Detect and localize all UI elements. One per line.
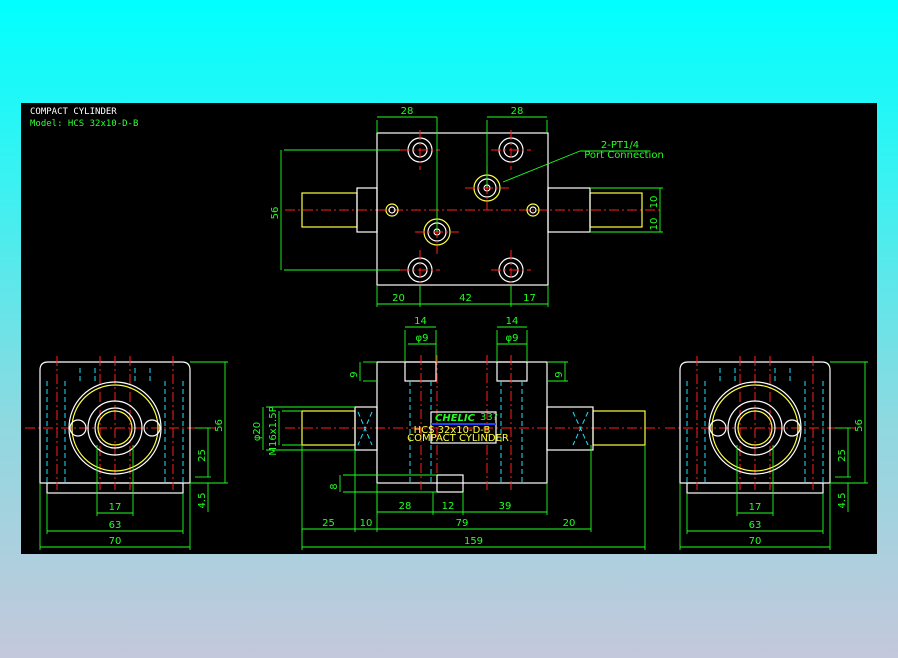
dimension-label: 10 xyxy=(649,218,660,231)
nameplate-brand: CHELIC xyxy=(435,413,476,424)
rod-ring xyxy=(734,407,776,449)
model-number: Model: HCS 32x10-D-B xyxy=(30,119,139,129)
flange-thread xyxy=(71,384,159,472)
dimension-label: M16x1.5P xyxy=(268,406,279,455)
body-outline xyxy=(679,361,831,484)
dimension-label: 70 xyxy=(109,536,122,547)
dimension-label: 20 xyxy=(563,518,576,529)
drawing-sheet xyxy=(21,103,877,554)
port-sublabel: Port Connection xyxy=(584,150,664,161)
rod-thread xyxy=(97,410,133,446)
dimension-label: 28 xyxy=(401,106,414,117)
dimension-label: 70 xyxy=(749,536,762,547)
dimension-label: 42 xyxy=(459,293,472,304)
dimension-label: 25 xyxy=(322,518,335,529)
plug-hole xyxy=(526,203,540,217)
rod-boss xyxy=(727,400,783,456)
body-outline xyxy=(376,132,549,286)
dimension-label: 63 xyxy=(109,520,122,531)
nameplate-code: HCS 32x10-D-B xyxy=(414,425,491,436)
dimension-label: 8 xyxy=(329,483,340,489)
flange-hole-right xyxy=(783,419,801,437)
rod-thread xyxy=(737,410,773,446)
dimension-label: 10 xyxy=(360,518,373,529)
dimension-label: 63 xyxy=(749,520,762,531)
leader-line xyxy=(502,150,581,183)
dimension-label: 10 xyxy=(649,196,660,209)
dimension-label: 28 xyxy=(511,106,524,117)
flange-hole-right xyxy=(143,419,161,437)
dimension-label: 14 xyxy=(414,316,427,327)
plug-bore xyxy=(388,206,396,214)
dimension-label: 56 xyxy=(270,207,281,220)
nameplate-mark: 33? xyxy=(480,412,498,423)
dimension-label: 9 xyxy=(349,371,360,377)
dimension-label: 17 xyxy=(523,293,536,304)
port-boss-right xyxy=(496,361,528,382)
dimension-label: 4.5 xyxy=(837,493,848,509)
dimension-label: 14 xyxy=(506,316,519,327)
dimension-label: 4.5 xyxy=(197,493,208,509)
dimension-label: 159 xyxy=(464,536,483,547)
dimension-label: φ20 xyxy=(252,422,263,441)
flange-hole-left xyxy=(69,419,87,437)
body-outline xyxy=(39,361,191,484)
dimension-label: 25 xyxy=(197,449,208,462)
dimension-label: 56 xyxy=(854,419,865,432)
rod-flange xyxy=(708,381,802,475)
rod-neck-left xyxy=(356,187,378,233)
rod-ring xyxy=(94,407,136,449)
stopper-block xyxy=(436,474,464,493)
dimension-label: φ9 xyxy=(416,333,429,344)
rod-boss xyxy=(87,400,143,456)
dimension-label: 56 xyxy=(214,419,225,432)
dimension-label: 39 xyxy=(499,501,512,512)
dimension-label: φ9 xyxy=(506,333,519,344)
drawing-title: COMPACT CYLINDER xyxy=(30,107,117,117)
flange-thread xyxy=(711,384,799,472)
rod-hex-right xyxy=(546,406,594,451)
dimension-label: 25 xyxy=(837,449,848,462)
hex-flat xyxy=(357,411,373,446)
rod-neck-right xyxy=(547,187,591,233)
dimension-label: 9 xyxy=(554,371,565,377)
dimension-label: 17 xyxy=(109,502,122,513)
plug-bore xyxy=(529,206,537,214)
dimension-label: 79 xyxy=(456,518,469,529)
dimension-label: 12 xyxy=(442,501,455,512)
plug-hole xyxy=(385,203,399,217)
hex-flat xyxy=(572,411,589,446)
flange-hole-left xyxy=(709,419,727,437)
rod-flange xyxy=(68,381,162,475)
nameplate xyxy=(430,411,497,444)
nameplate-desc: COMPACT CYLINDER xyxy=(407,433,509,444)
dimension-label: 28 xyxy=(399,501,412,512)
port-label: 2-PT1/4 xyxy=(601,140,639,151)
dimension-label: 17 xyxy=(749,502,762,513)
dimension-label: 20 xyxy=(392,293,405,304)
rod-hex-left xyxy=(354,406,378,451)
